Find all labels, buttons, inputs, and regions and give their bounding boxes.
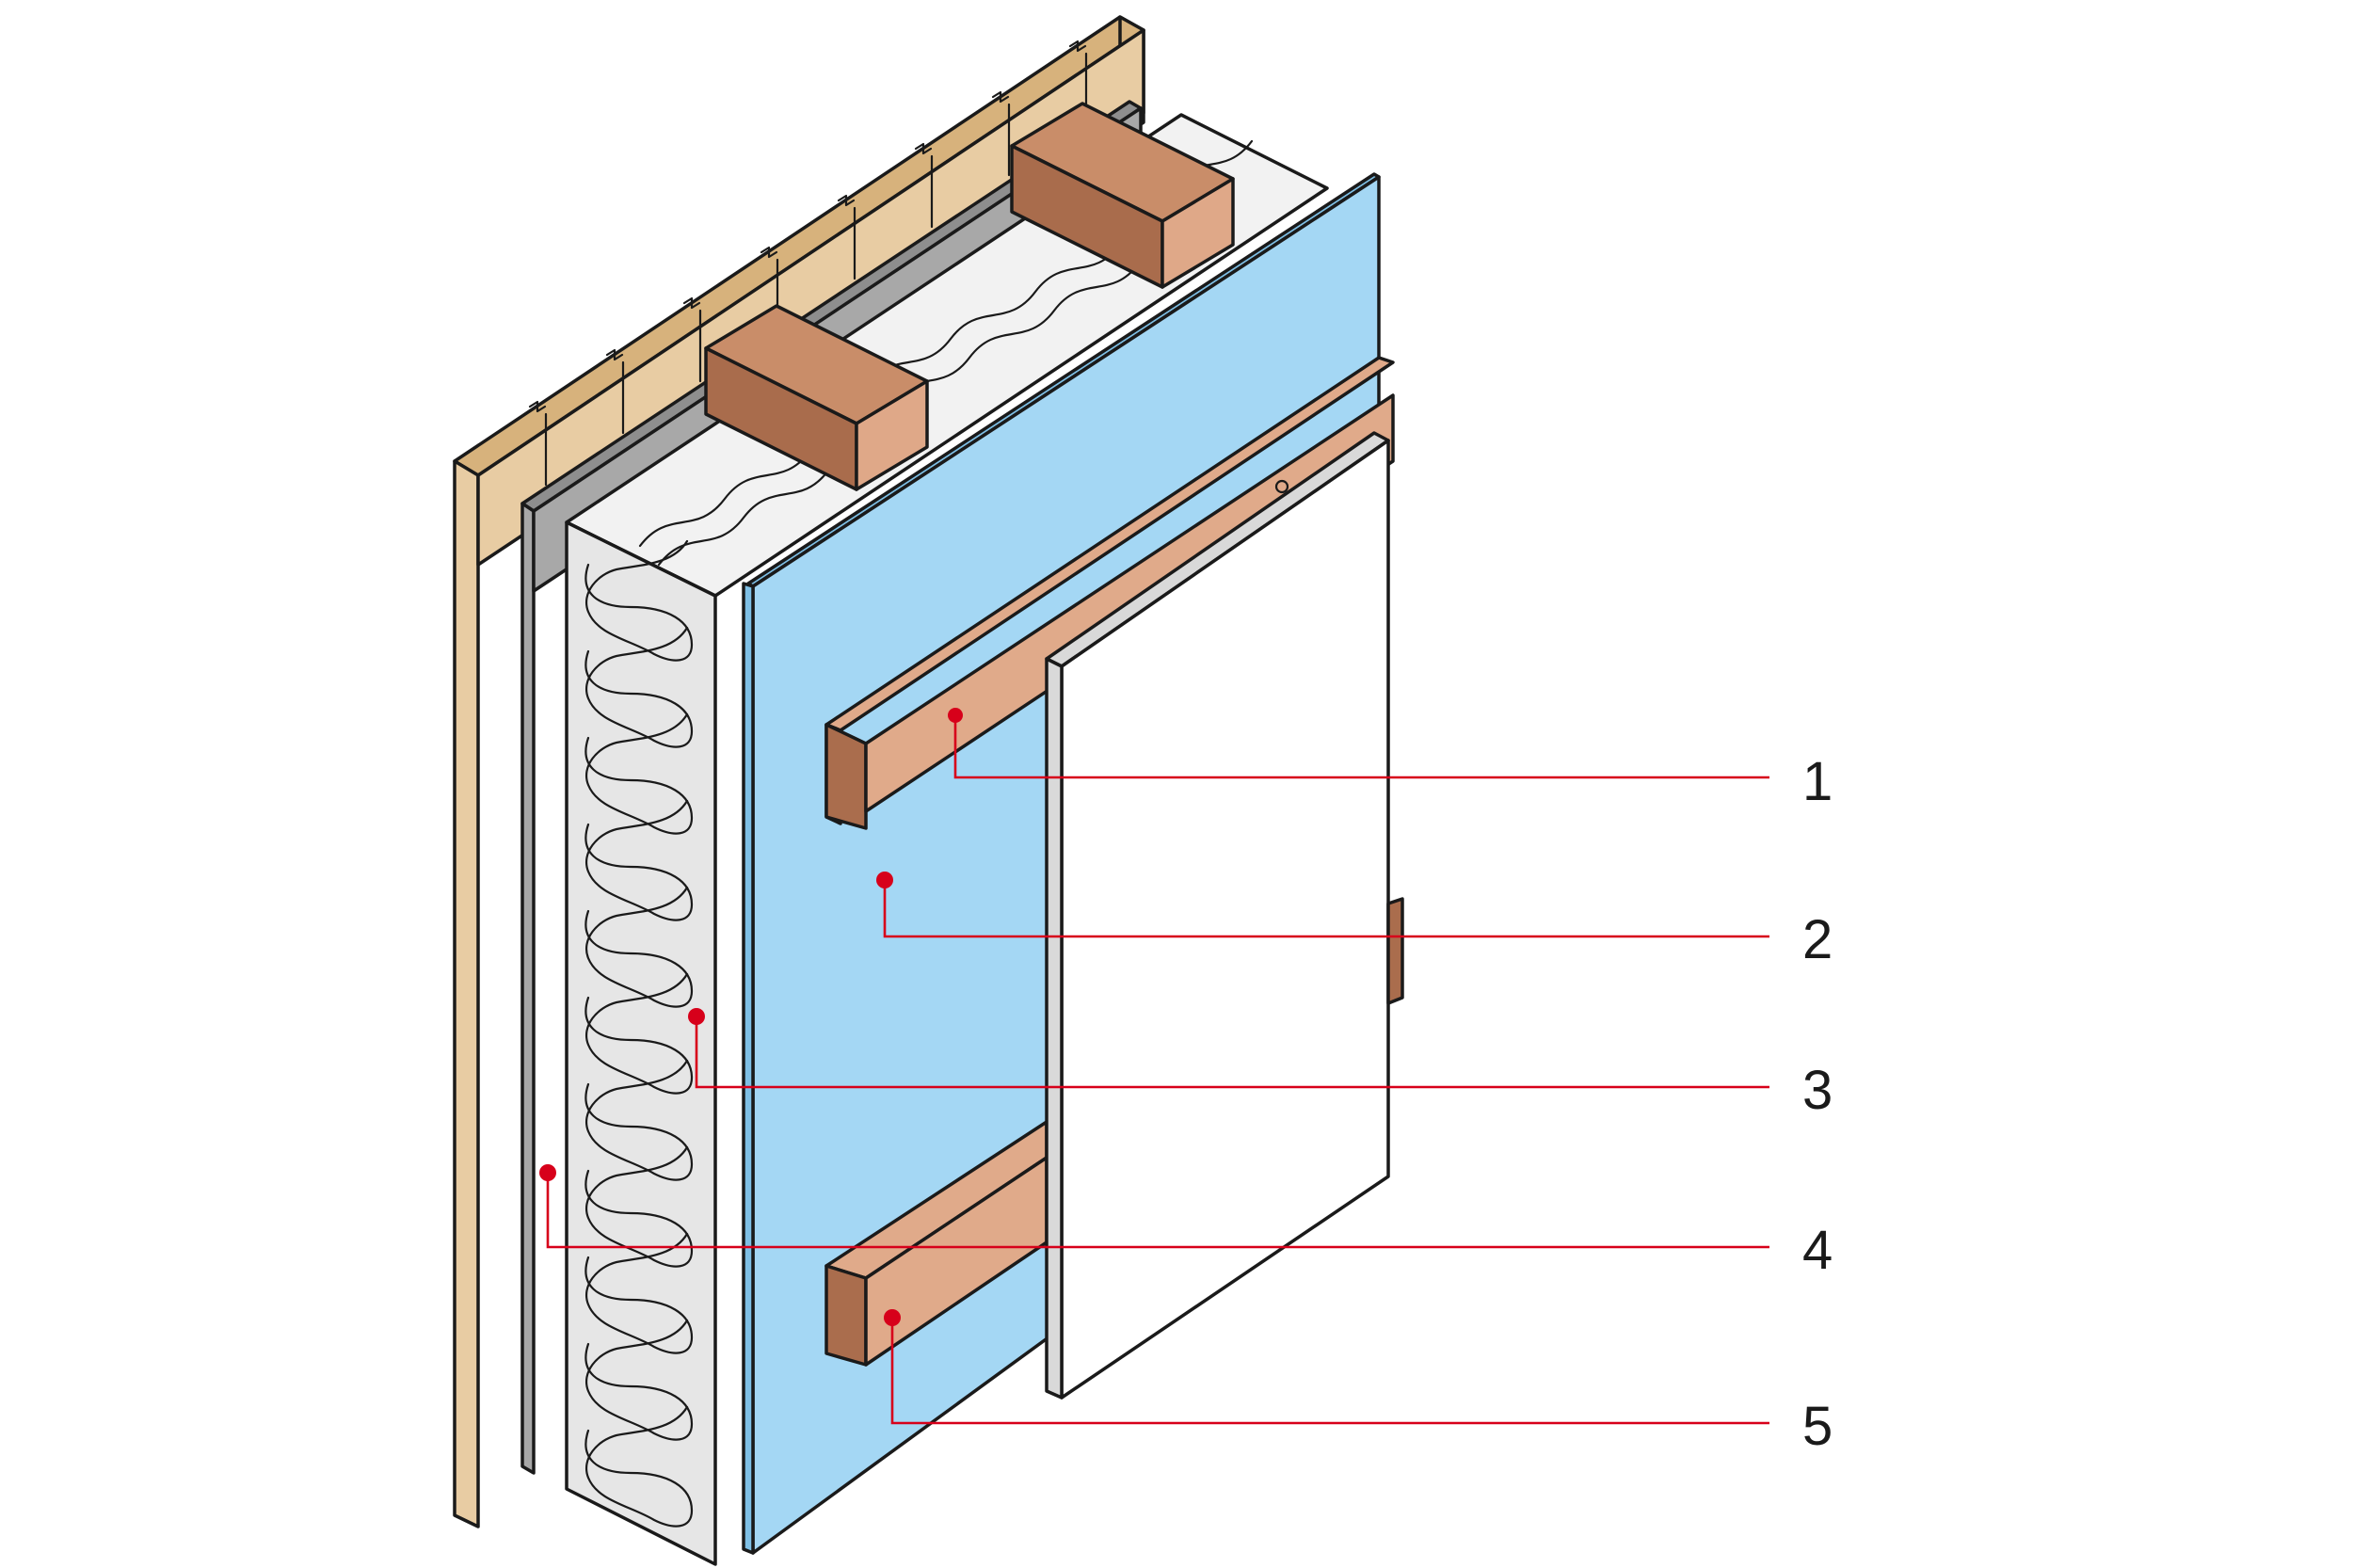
callout-number-2: 2 [1802, 909, 1833, 970]
insulation-side-waves [584, 539, 694, 1528]
callout-3: 3 [688, 1008, 1833, 1121]
insulation-wave [584, 972, 694, 1095]
insulation-wave [584, 886, 694, 1008]
callout-1: 1 [948, 708, 1833, 812]
callout-number-5: 5 [1802, 1396, 1833, 1457]
callout-number-3: 3 [1802, 1060, 1833, 1121]
callout-2: 2 [876, 872, 1833, 970]
timber-stud-rear [1010, 102, 1235, 289]
insulation-wave [584, 1405, 694, 1528]
cladding-board-joints [528, 40, 1088, 487]
callout-4: 4 [539, 1164, 1833, 1281]
timber-stud-front [704, 304, 929, 491]
insulation-wave [584, 1319, 694, 1441]
plasterboard [1045, 431, 1404, 1400]
insulation-wave [584, 712, 694, 835]
callout-5: 5 [884, 1309, 1833, 1457]
insulation-wave [584, 1232, 694, 1354]
insulation-wave [584, 1059, 694, 1181]
insulation-wave [584, 539, 694, 662]
callout-number-4: 4 [1802, 1220, 1833, 1281]
callout-number-1: 1 [1802, 751, 1833, 812]
insulation-wave [584, 1145, 694, 1268]
insulation-wave [584, 799, 694, 921]
insulation-wave [584, 626, 694, 748]
callouts: 1 2 3 4 5 [539, 708, 1833, 1457]
